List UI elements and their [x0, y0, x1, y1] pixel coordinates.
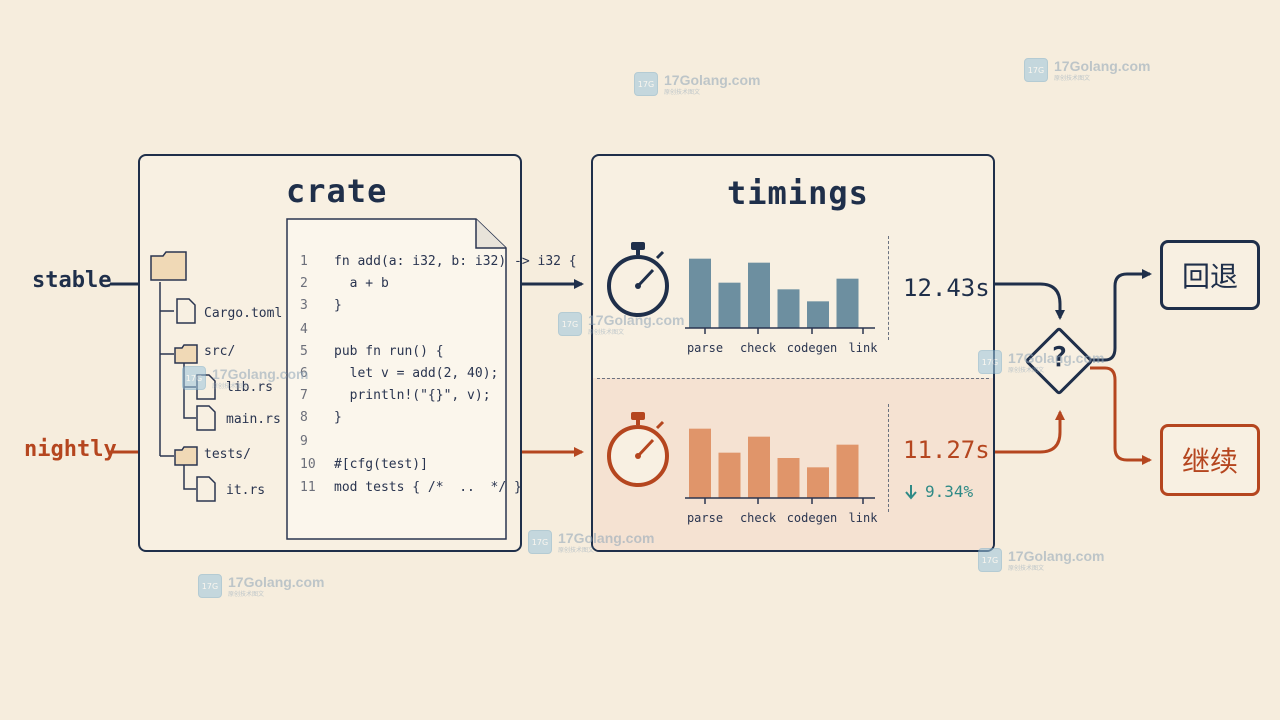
bar — [718, 282, 741, 328]
watermark-logo-icon: 17G — [1024, 58, 1048, 82]
nightly-delta: 9.34% — [905, 482, 973, 501]
tree-item-src[interactable]: src/ — [204, 344, 236, 359]
crate-title: crate — [286, 172, 388, 210]
watermark-logo-icon: 17G — [558, 312, 582, 336]
watermark-logo-icon: 17G — [978, 548, 1002, 572]
watermark-logo-icon: 17G — [528, 530, 552, 554]
code-line: 10#[cfg(test)] — [300, 457, 428, 472]
nightly-total-time: 11.27s — [903, 436, 990, 464]
folder-icon — [174, 446, 198, 466]
bar — [689, 258, 711, 328]
bar — [777, 289, 800, 328]
folder-icon — [150, 251, 187, 281]
tree-item-it-rs[interactable]: it.rs — [226, 483, 266, 498]
x-tick-label: codegen — [787, 341, 838, 355]
x-tick-label: parse — [687, 511, 723, 525]
tree-item-main-rs[interactable]: main.rs — [226, 412, 281, 427]
x-tick-label: check — [740, 511, 777, 525]
code-line: 4 — [300, 322, 308, 337]
nightly-delta-value: 9.34% — [925, 482, 974, 501]
tree-item-cargo-toml[interactable]: Cargo.toml — [204, 306, 283, 321]
file-icon — [196, 476, 216, 502]
arrow-down-icon — [905, 484, 917, 500]
x-tick-label: link — [849, 341, 879, 355]
code-document-sheet — [286, 218, 507, 540]
decision-diamond-icon — [1025, 327, 1093, 395]
x-tick-label: codegen — [787, 511, 838, 525]
bar — [777, 458, 800, 498]
code-line: 9 — [300, 434, 308, 449]
bar — [836, 444, 859, 498]
decision-to-continue — [1090, 366, 1152, 465]
decision-to-rollback — [1090, 269, 1152, 362]
nightly-to-decision — [995, 410, 1065, 454]
nightly-label: nightly — [24, 437, 117, 462]
bar — [689, 428, 711, 498]
timings-title: timings — [727, 174, 869, 212]
x-tick-label: parse — [687, 341, 723, 355]
tree-item-tests[interactable]: tests/ — [204, 447, 251, 462]
x-tick-label: check — [740, 341, 777, 355]
bar — [748, 262, 770, 328]
code-line: 2 a + b — [300, 276, 389, 291]
tree-item-lib-rs[interactable]: lib.rs — [226, 380, 273, 395]
rollback-box: 回退 — [1160, 240, 1260, 310]
stable-total-time: 12.43s — [903, 274, 990, 302]
stable-to-decision — [995, 282, 1065, 320]
bar — [807, 467, 829, 498]
bar — [836, 278, 859, 328]
code-line: 6 let v = add(2, 40); — [300, 366, 499, 381]
nightly-bar-chart: parse check codegen link — [685, 428, 879, 525]
file-icon — [196, 405, 216, 431]
watermark-logo-icon: 17G — [198, 574, 222, 598]
x-tick-label: link — [849, 511, 879, 525]
stopwatch-icon — [607, 412, 669, 487]
stopwatch-icon — [607, 242, 669, 317]
code-line: 7 println!("{}", v); — [300, 388, 491, 403]
nightly-value-divider — [888, 404, 889, 512]
code-line: 3} — [300, 298, 342, 313]
stable-label: stable — [32, 268, 112, 293]
decision-symbol: ? — [1050, 340, 1068, 373]
watermark-logo-icon: 17G — [978, 350, 1002, 374]
continue-box: 继续 — [1160, 424, 1260, 496]
crate-panel: crate Cargo.toml src/ lib.rs main.rs tes… — [138, 154, 577, 552]
stable-value-divider — [888, 236, 889, 340]
timings-panel: timings parse check codegen link parse check… — [591, 154, 995, 552]
file-icon — [176, 298, 196, 324]
folder-icon — [174, 344, 198, 364]
watermark-logo-icon: 17G — [182, 366, 206, 390]
stable-bar-chart: parse check codegen link — [685, 258, 879, 355]
bar — [718, 452, 741, 498]
code-line: 8} — [300, 410, 342, 425]
bar — [807, 301, 829, 328]
section-divider — [597, 378, 989, 379]
watermark-logo-icon: 17G — [634, 72, 658, 96]
bar — [748, 436, 770, 498]
